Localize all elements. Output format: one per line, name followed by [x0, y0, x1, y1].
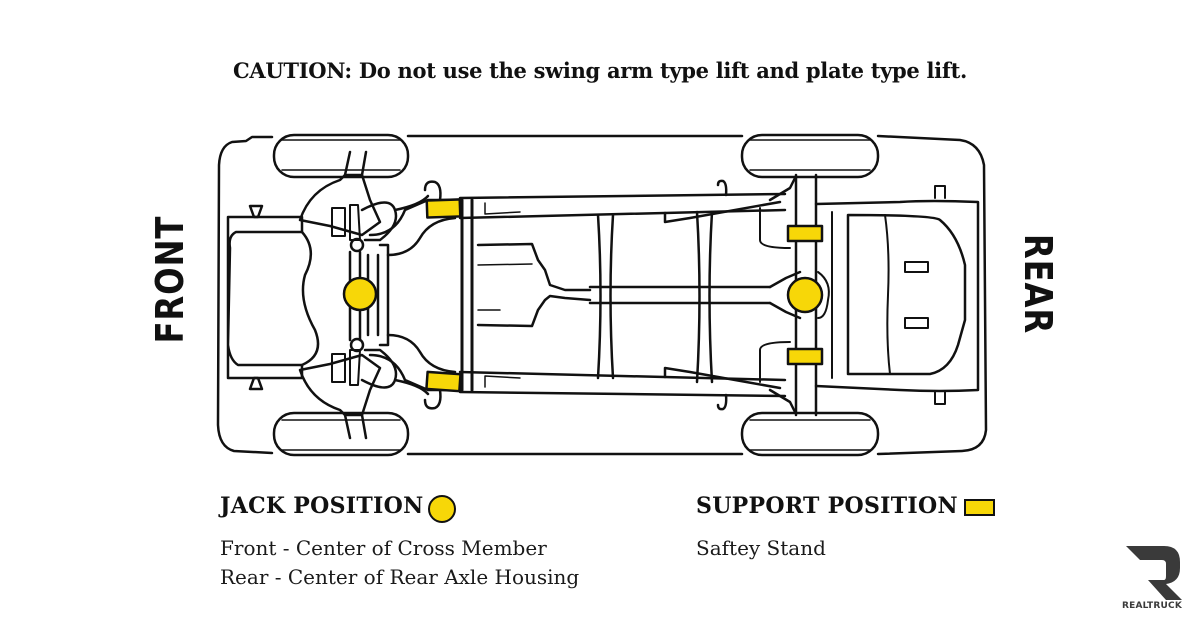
support-point-rear-left — [786, 224, 824, 243]
support-point-rear-right — [786, 347, 824, 366]
driveshaft — [588, 285, 772, 305]
realtruck-logo-icon — [1126, 546, 1182, 600]
front-suspension-right — [298, 337, 430, 440]
front-left-tire — [272, 133, 410, 179]
frame-rails — [458, 192, 787, 398]
support-point-front-right — [425, 370, 462, 393]
brand-name: REALTRUCK — [1121, 601, 1183, 611]
front-right-tire — [272, 411, 410, 457]
jack-position-rear-line: Rear - Center of Rear Axle Housing — [220, 565, 580, 589]
rear-bed — [814, 185, 980, 405]
jack-position-title: JACK POSITION — [220, 493, 424, 519]
jack-position-front-line: Front - Center of Cross Member — [220, 536, 547, 560]
support-position-marker-icon — [964, 499, 995, 516]
jack-position-marker-icon — [428, 495, 456, 523]
support-position-title: SUPPORT POSITION — [696, 493, 958, 519]
jack-point-front — [342, 276, 378, 312]
rear-right-tire — [740, 411, 880, 457]
truck-body-outline — [216, 134, 988, 456]
front-frame-arms — [368, 180, 462, 410]
radiator-support — [226, 204, 320, 391]
rear-left-tire — [740, 133, 880, 179]
mid-crossmembers — [596, 210, 714, 384]
front-suspension-left — [298, 150, 430, 253]
transmission — [476, 242, 592, 328]
support-point-front-left — [425, 198, 462, 219]
rear-frame — [663, 176, 797, 414]
caution-heading: CAUTION: Do not use the swing arm type l… — [233, 58, 967, 83]
support-position-line: Saftey Stand — [696, 536, 826, 560]
jack-position-description: Front - Center of Cross Member Rear - Ce… — [220, 534, 579, 592]
support-position-description: Saftey Stand — [696, 534, 826, 563]
jack-point-rear — [786, 276, 824, 314]
